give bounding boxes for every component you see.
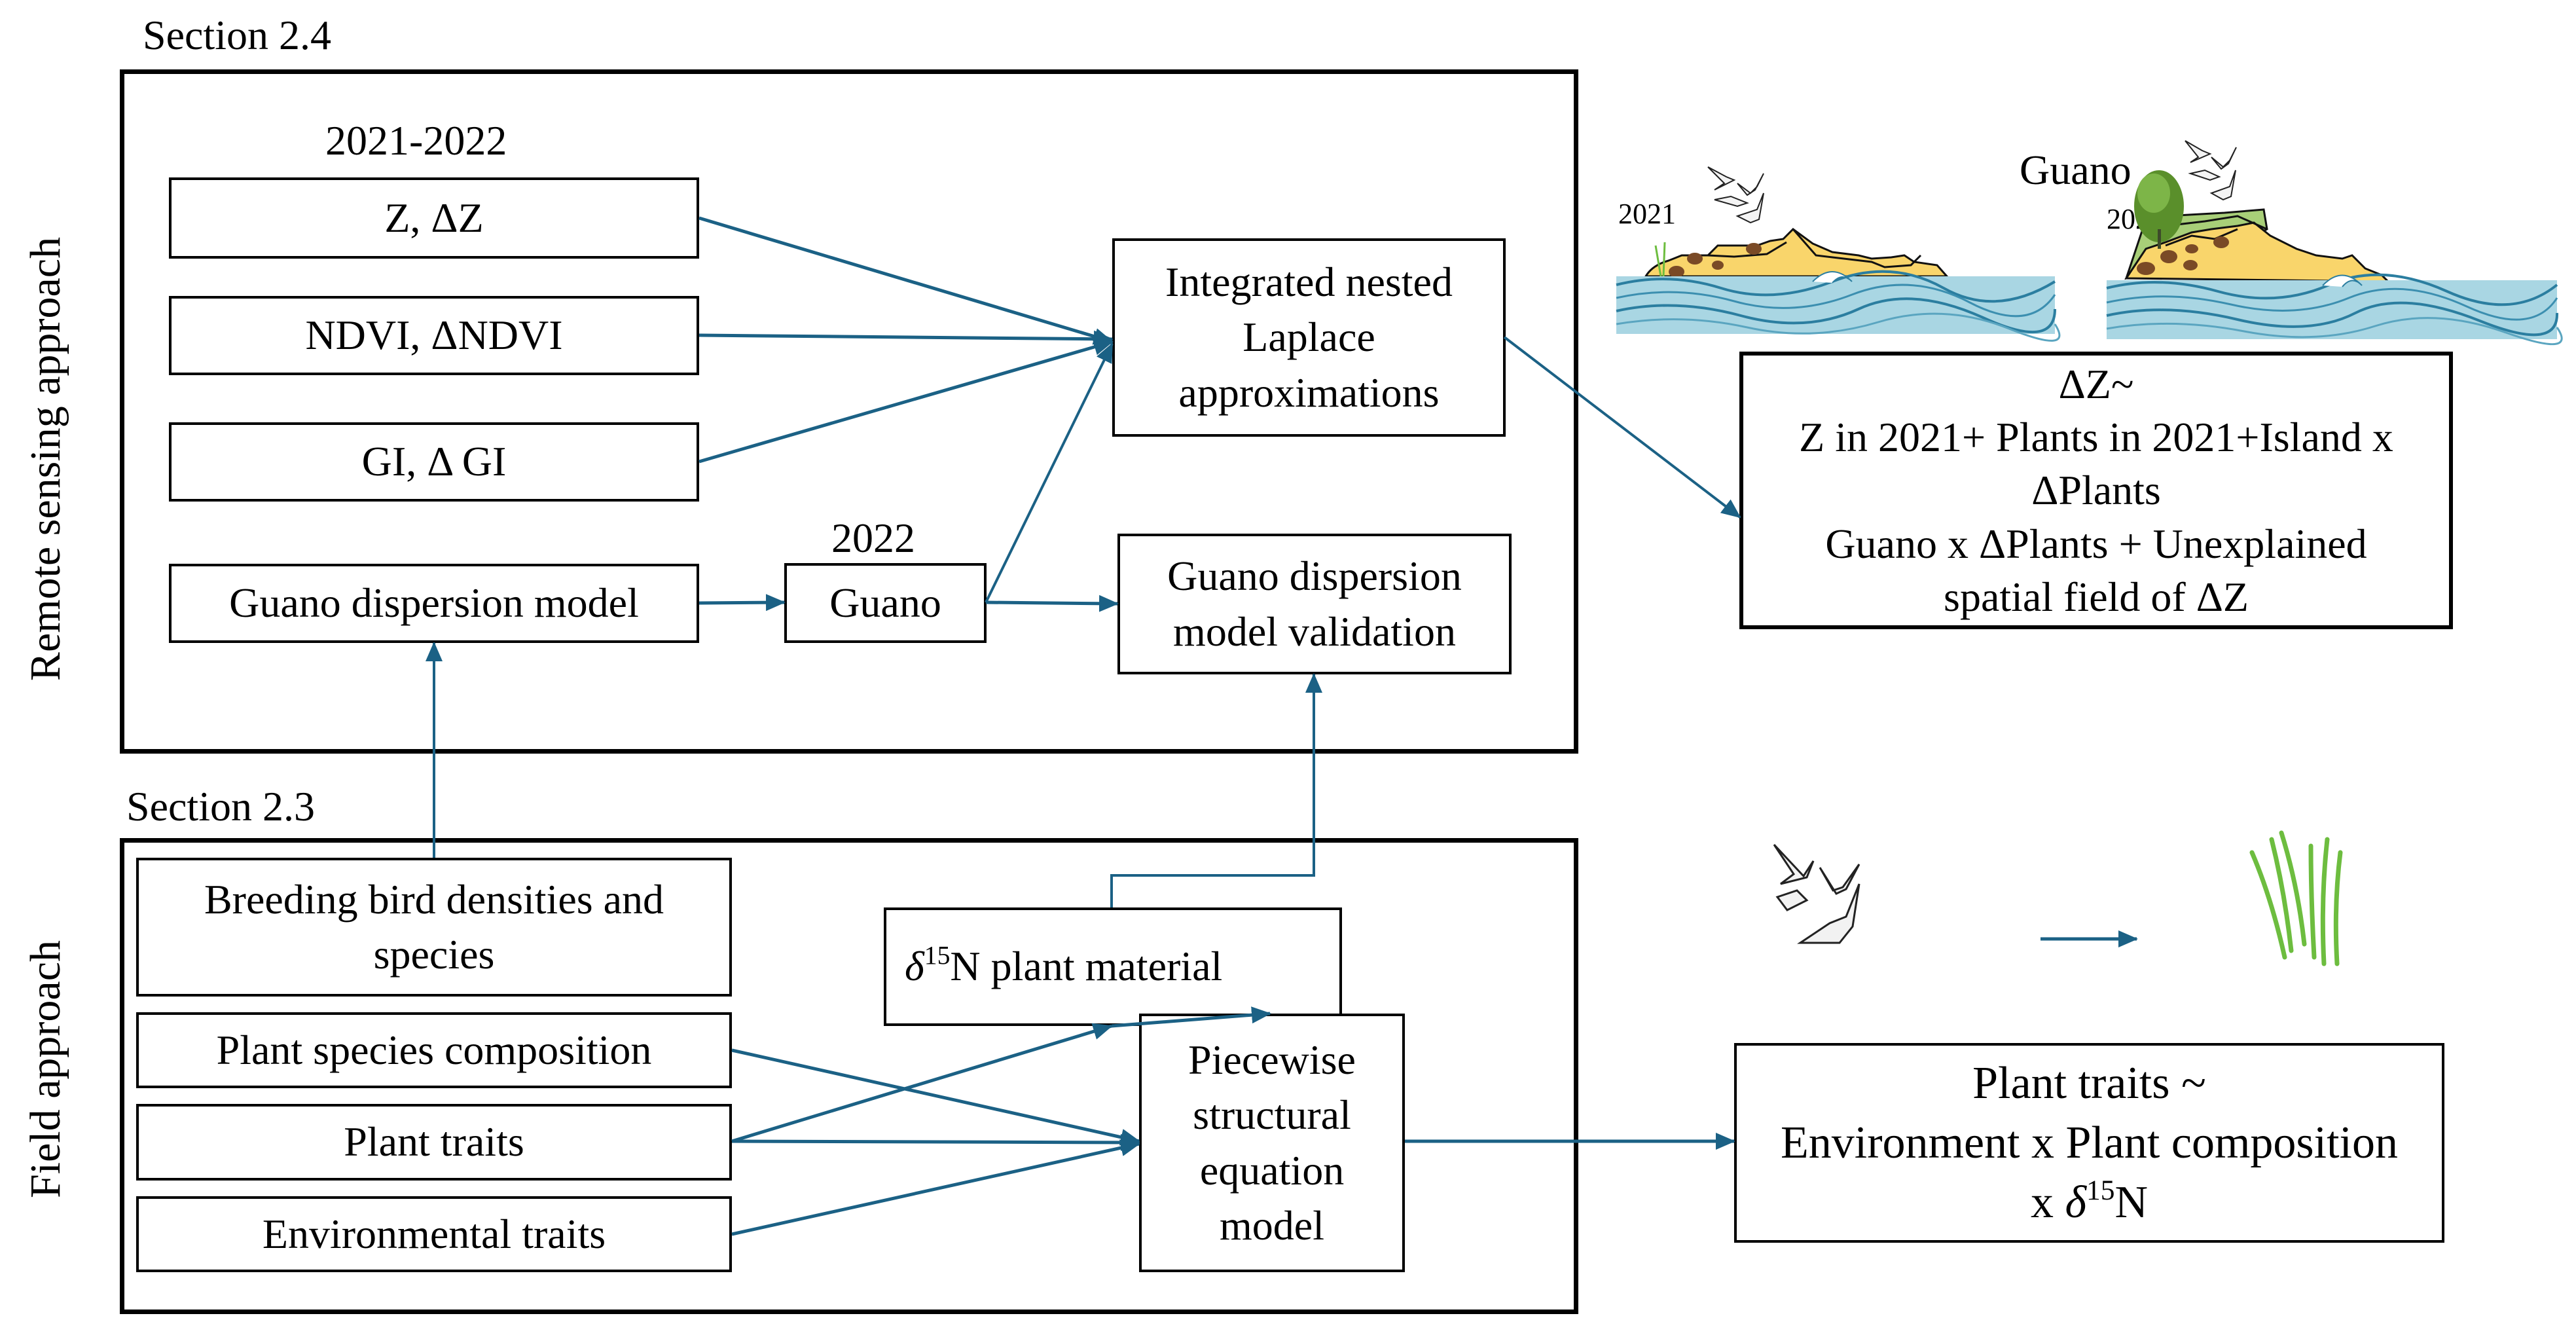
box-breeding-birds: Breeding bird densities and species [136, 858, 732, 997]
seagulls-icon [2185, 140, 2237, 201]
box-ndvi-text: NDVI, ΔNDVI [305, 312, 563, 359]
period-label: 2021-2022 [325, 117, 507, 164]
field-frame [120, 838, 1578, 1314]
waves [1616, 270, 2061, 342]
box-inla-text: Integrated nested Laplace approximations [1165, 258, 1453, 416]
box-guano-validation: Guano dispersion model validation [1117, 534, 1512, 674]
illustration-year-2021: 2021 [1618, 198, 1676, 230]
box-z-delta-z: Z, ΔZ [169, 177, 699, 259]
side-label-remote: Remote sensing approach [22, 236, 69, 682]
section-label-field: Section 2.3 [126, 783, 315, 830]
box-d15n-plant-material: δ15N plant material [884, 907, 1342, 1026]
nest-icons [2137, 236, 2229, 275]
grass-icon [2249, 830, 2343, 966]
box-guano-dispersion-model: Guano dispersion model [169, 564, 699, 643]
tree-icon [2134, 170, 2184, 249]
side-label-field: Field approach [22, 940, 69, 1199]
remote-model-line-2: Z in 2021+ Plants in 2021+Island x [1799, 414, 2393, 461]
box-d15n-text: δ15N plant material [905, 939, 1222, 994]
isotope-superscript: 15 [924, 941, 951, 970]
seagulls-icon [1707, 166, 1764, 224]
nest-icons [1669, 243, 1762, 278]
box-plant-species-composition: Plant species composition [136, 1012, 732, 1088]
delta-symbol: δ [2065, 1177, 2087, 1228]
box-inla: Integrated nested Laplace approximations [1112, 238, 1506, 437]
result-box-field-model: Plant traits ~ Environment x Plant compo… [1734, 1043, 2444, 1243]
box-plant-species-composition-text: Plant species composition [216, 1026, 652, 1073]
isotope-superscript: 15 [2086, 1175, 2115, 1207]
box-piecewise-sem: Piecewise structural equation model [1139, 1014, 1405, 1272]
remote-model-line-5: spatial field of ΔZ [1944, 573, 2249, 620]
grass-tuft [1654, 242, 1666, 277]
box-guano: Guano [784, 563, 987, 643]
box-gi-text: GI, Δ GI [361, 438, 507, 485]
island-2021-icon [1616, 166, 2061, 342]
result-box-remote-model: ΔZ~ Z in 2021+ Plants in 2021+Island x Δ… [1739, 352, 2453, 629]
box-guano-text: Guano [829, 579, 941, 626]
box-guano-dispersion-model-text: Guano dispersion model [229, 579, 639, 627]
remote-model-line-4: Guano x ΔPlants + Unexplained [1825, 520, 2367, 567]
box-ndvi: NDVI, ΔNDVI [169, 296, 699, 375]
box-piecewise-sem-text: Piecewise structural equation model [1188, 1036, 1356, 1249]
delta-symbol: δ [905, 943, 924, 990]
section-label-remote: Section 2.4 [143, 12, 331, 58]
d15n-label: N plant material [950, 943, 1223, 990]
field-model-line-3-suffix: N [2114, 1177, 2148, 1228]
box-gi: GI, Δ GI [169, 422, 699, 502]
field-model-line-2: Environment x Plant composition [1781, 1118, 2398, 1168]
field-model-line-3: x δ15N [2031, 1173, 2148, 1232]
box-z-delta-z-text: Z, ΔZ [384, 194, 484, 241]
island-2022-icon [2106, 140, 2563, 346]
box-environmental-traits: Environmental traits [136, 1196, 732, 1272]
box-guano-validation-text: Guano dispersion model validation [1167, 553, 1462, 655]
guano-year-label: 2022 [831, 515, 915, 561]
field-model-line-3-prefix: x [2031, 1177, 2065, 1228]
seagulls-icon [1773, 843, 1860, 944]
box-environmental-traits-text: Environmental traits [262, 1210, 606, 1257]
waves [2106, 273, 2563, 346]
box-breeding-birds-text: Breeding bird densities and species [204, 875, 664, 978]
island-sand [1644, 228, 1950, 278]
remote-model-line-1: ΔZ~ [2058, 360, 2134, 407]
guano-illustration-label: Guano [2020, 147, 2132, 193]
field-model-line-1: Plant traits ~ [1972, 1058, 2206, 1108]
remote-model-line-3: ΔPlants [2031, 467, 2161, 514]
box-plant-traits: Plant traits [136, 1104, 732, 1181]
box-plant-traits-text: Plant traits [344, 1118, 524, 1165]
